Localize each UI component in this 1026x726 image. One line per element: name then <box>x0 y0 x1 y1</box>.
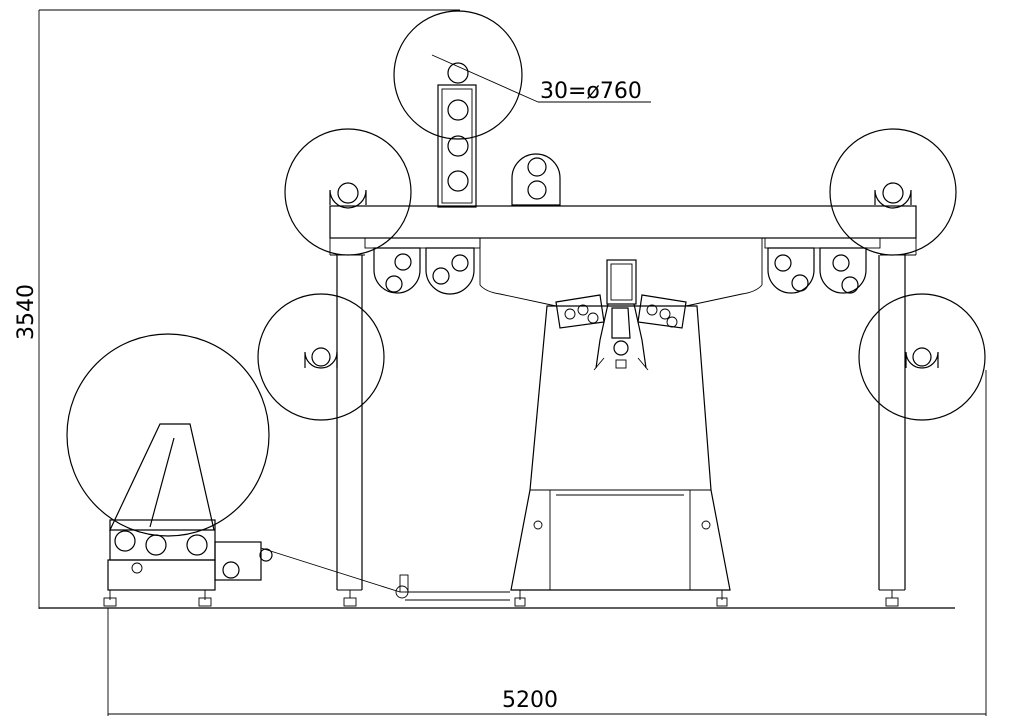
tension-roller-unit <box>214 541 510 601</box>
right-pulley-blocks <box>764 237 881 294</box>
right-upper-roll <box>829 128 957 256</box>
width-dimension-text: 5200 <box>502 688 558 713</box>
central-body <box>510 305 731 607</box>
right-middle-cradle <box>905 347 939 369</box>
roll-spec-text: 30=ø760 <box>540 79 642 104</box>
height-dimension <box>38 9 460 609</box>
left-pulley-blocks <box>364 237 481 295</box>
roll-spec-leader <box>431 54 651 103</box>
left-middle-roll <box>257 293 385 421</box>
center-roller-bracket <box>511 153 561 206</box>
knitting-head-mechanism <box>555 259 687 371</box>
left-middle-cradle <box>304 347 338 369</box>
left-unwind-stand <box>103 423 216 607</box>
width-dimension <box>107 370 987 716</box>
top-mast <box>437 62 477 208</box>
yarn-paths <box>479 284 763 307</box>
top-fabric-roll <box>393 10 523 140</box>
left-column <box>336 255 363 607</box>
left-upper-roll <box>284 128 412 256</box>
top-beam <box>329 205 917 285</box>
height-dimension-text: 3540 <box>14 284 39 340</box>
left-upper-cradle <box>329 182 367 209</box>
right-middle-roll <box>858 293 986 421</box>
right-upper-cradle <box>874 182 912 209</box>
left-unwind-roll <box>66 333 270 537</box>
